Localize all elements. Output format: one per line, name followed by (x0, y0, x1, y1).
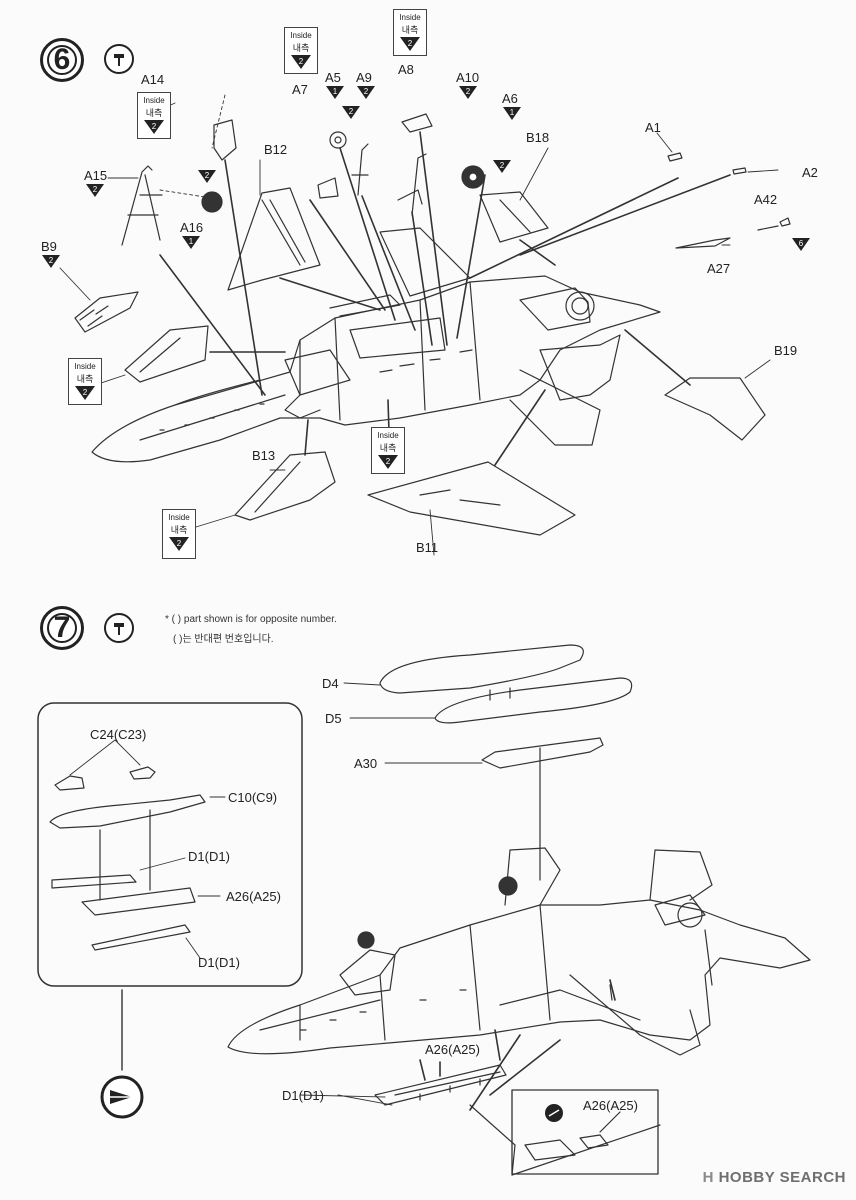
part-label-a27: A27 (707, 261, 731, 276)
part-label-c10: C10(C9) (228, 790, 278, 805)
part-count-a15: 2 (86, 184, 104, 197)
step7-leader-lines (419, 979, 616, 1111)
part-count-a42: 6 (792, 238, 810, 251)
step7-inset-leaders (69, 739, 226, 959)
part-label-a6: A6 (502, 91, 518, 106)
svg-text:2: 2 (49, 256, 54, 265)
step6-label-leaders (59, 94, 779, 556)
watermark-logo: H (702, 1169, 714, 1186)
step7-tanks-drawing (379, 644, 633, 881)
svg-text:2: 2 (349, 107, 354, 116)
part-label-a10: A10 (456, 70, 480, 85)
step6-fuselage-drawing (91, 227, 661, 463)
svg-text:2: 2 (83, 388, 88, 397)
part-count-b9: 2 (42, 255, 60, 268)
step7-label-leaders (299, 682, 483, 1106)
cement-icon (104, 613, 134, 643)
part-label-a14: A14 (141, 72, 165, 87)
part-label-a26-main: A26(A25) (425, 1042, 480, 1057)
part-label-a8: A8 (398, 62, 414, 77)
svg-text:1: 1 (189, 237, 194, 246)
part-count-a16-side: 2 (198, 170, 216, 183)
watermark-text: HOBBY SEARCH (718, 1169, 846, 1186)
part-label-d4: D4 (322, 676, 339, 691)
svg-text:1: 1 (510, 108, 515, 117)
svg-text:2: 2 (408, 39, 413, 48)
part-label-a26-inset: A26(A25) (226, 889, 281, 904)
step-number-6: 6 (40, 38, 84, 82)
step7-inset-drawing (49, 766, 206, 951)
step7-detail-drawing (469, 1104, 661, 1176)
step7-detail-frame (511, 1089, 659, 1175)
svg-text:1: 1 (333, 87, 338, 96)
part-label-a42: A42 (754, 192, 778, 207)
part-count-a5-side: 2 (342, 106, 360, 119)
step-number-7: 7 (40, 606, 84, 650)
part-label-d1-inset-bottom: D1(D1) (198, 955, 240, 970)
part-count-a6-side: 2 (493, 160, 511, 173)
part-label-a1: A1 (645, 120, 661, 135)
step7-pylon-drawing (374, 1064, 507, 1106)
step6-parts-drawing (74, 113, 791, 536)
part-label-b19: B19 (774, 343, 798, 358)
svg-text:2: 2 (299, 57, 304, 66)
svg-text:2: 2 (177, 539, 182, 548)
svg-text:2: 2 (205, 171, 210, 180)
part-label-a30: A30 (354, 756, 378, 771)
svg-text:2: 2 (386, 457, 391, 466)
view-direction-icon (100, 1075, 144, 1119)
part-label-a26-detail: A26(A25) (583, 1098, 638, 1113)
opposite-part-note-ko: ( )는 반대편 번호입니다. (173, 634, 274, 645)
part-label-a7: A7 (292, 82, 308, 97)
detail-view-icon (545, 1104, 563, 1122)
svg-text:2: 2 (466, 87, 471, 96)
svg-text:2: 2 (364, 87, 369, 96)
part-label-b11: B11 (416, 540, 439, 555)
step7-fuselage-drawing (227, 847, 811, 1056)
svg-text:2: 2 (93, 185, 98, 194)
part-label-d1-main: D1(D1) (282, 1088, 324, 1103)
part-label-d1-inset-top: D1(D1) (188, 849, 230, 864)
cement-icon (104, 44, 134, 74)
part-label-c24: C24(C23) (90, 727, 147, 742)
part-label-b12: B12 (264, 142, 288, 157)
hobby-search-watermark: H HOBBY SEARCH (703, 1169, 846, 1186)
step6-leader-lines (159, 131, 731, 466)
part-count-a16: 1 (182, 236, 200, 249)
part-count-a10: 2 (459, 86, 477, 99)
part-label-a9: A9 (356, 70, 372, 85)
inside-count: 2 (152, 122, 157, 131)
svg-text:6: 6 (799, 239, 804, 248)
part-label-b13: B13 (252, 448, 276, 463)
part-count-a6: 1 (503, 107, 521, 120)
part-label-d5: D5 (325, 711, 342, 726)
svg-text:2: 2 (500, 161, 505, 170)
part-label-b9: B9 (41, 239, 57, 254)
part-label-a15: A15 (84, 168, 108, 183)
part-count-a5: 1 (326, 86, 344, 99)
part-label-a16: A16 (180, 220, 204, 235)
opposite-part-note-en: * ( ) part shown is for opposite number. (165, 614, 337, 625)
part-label-b18: B18 (526, 130, 550, 145)
part-count-a9: 2 (357, 86, 375, 99)
part-label-a5: A5 (325, 70, 341, 85)
part-label-a2: A2 (802, 165, 818, 180)
step7-inset-frame (37, 702, 303, 987)
